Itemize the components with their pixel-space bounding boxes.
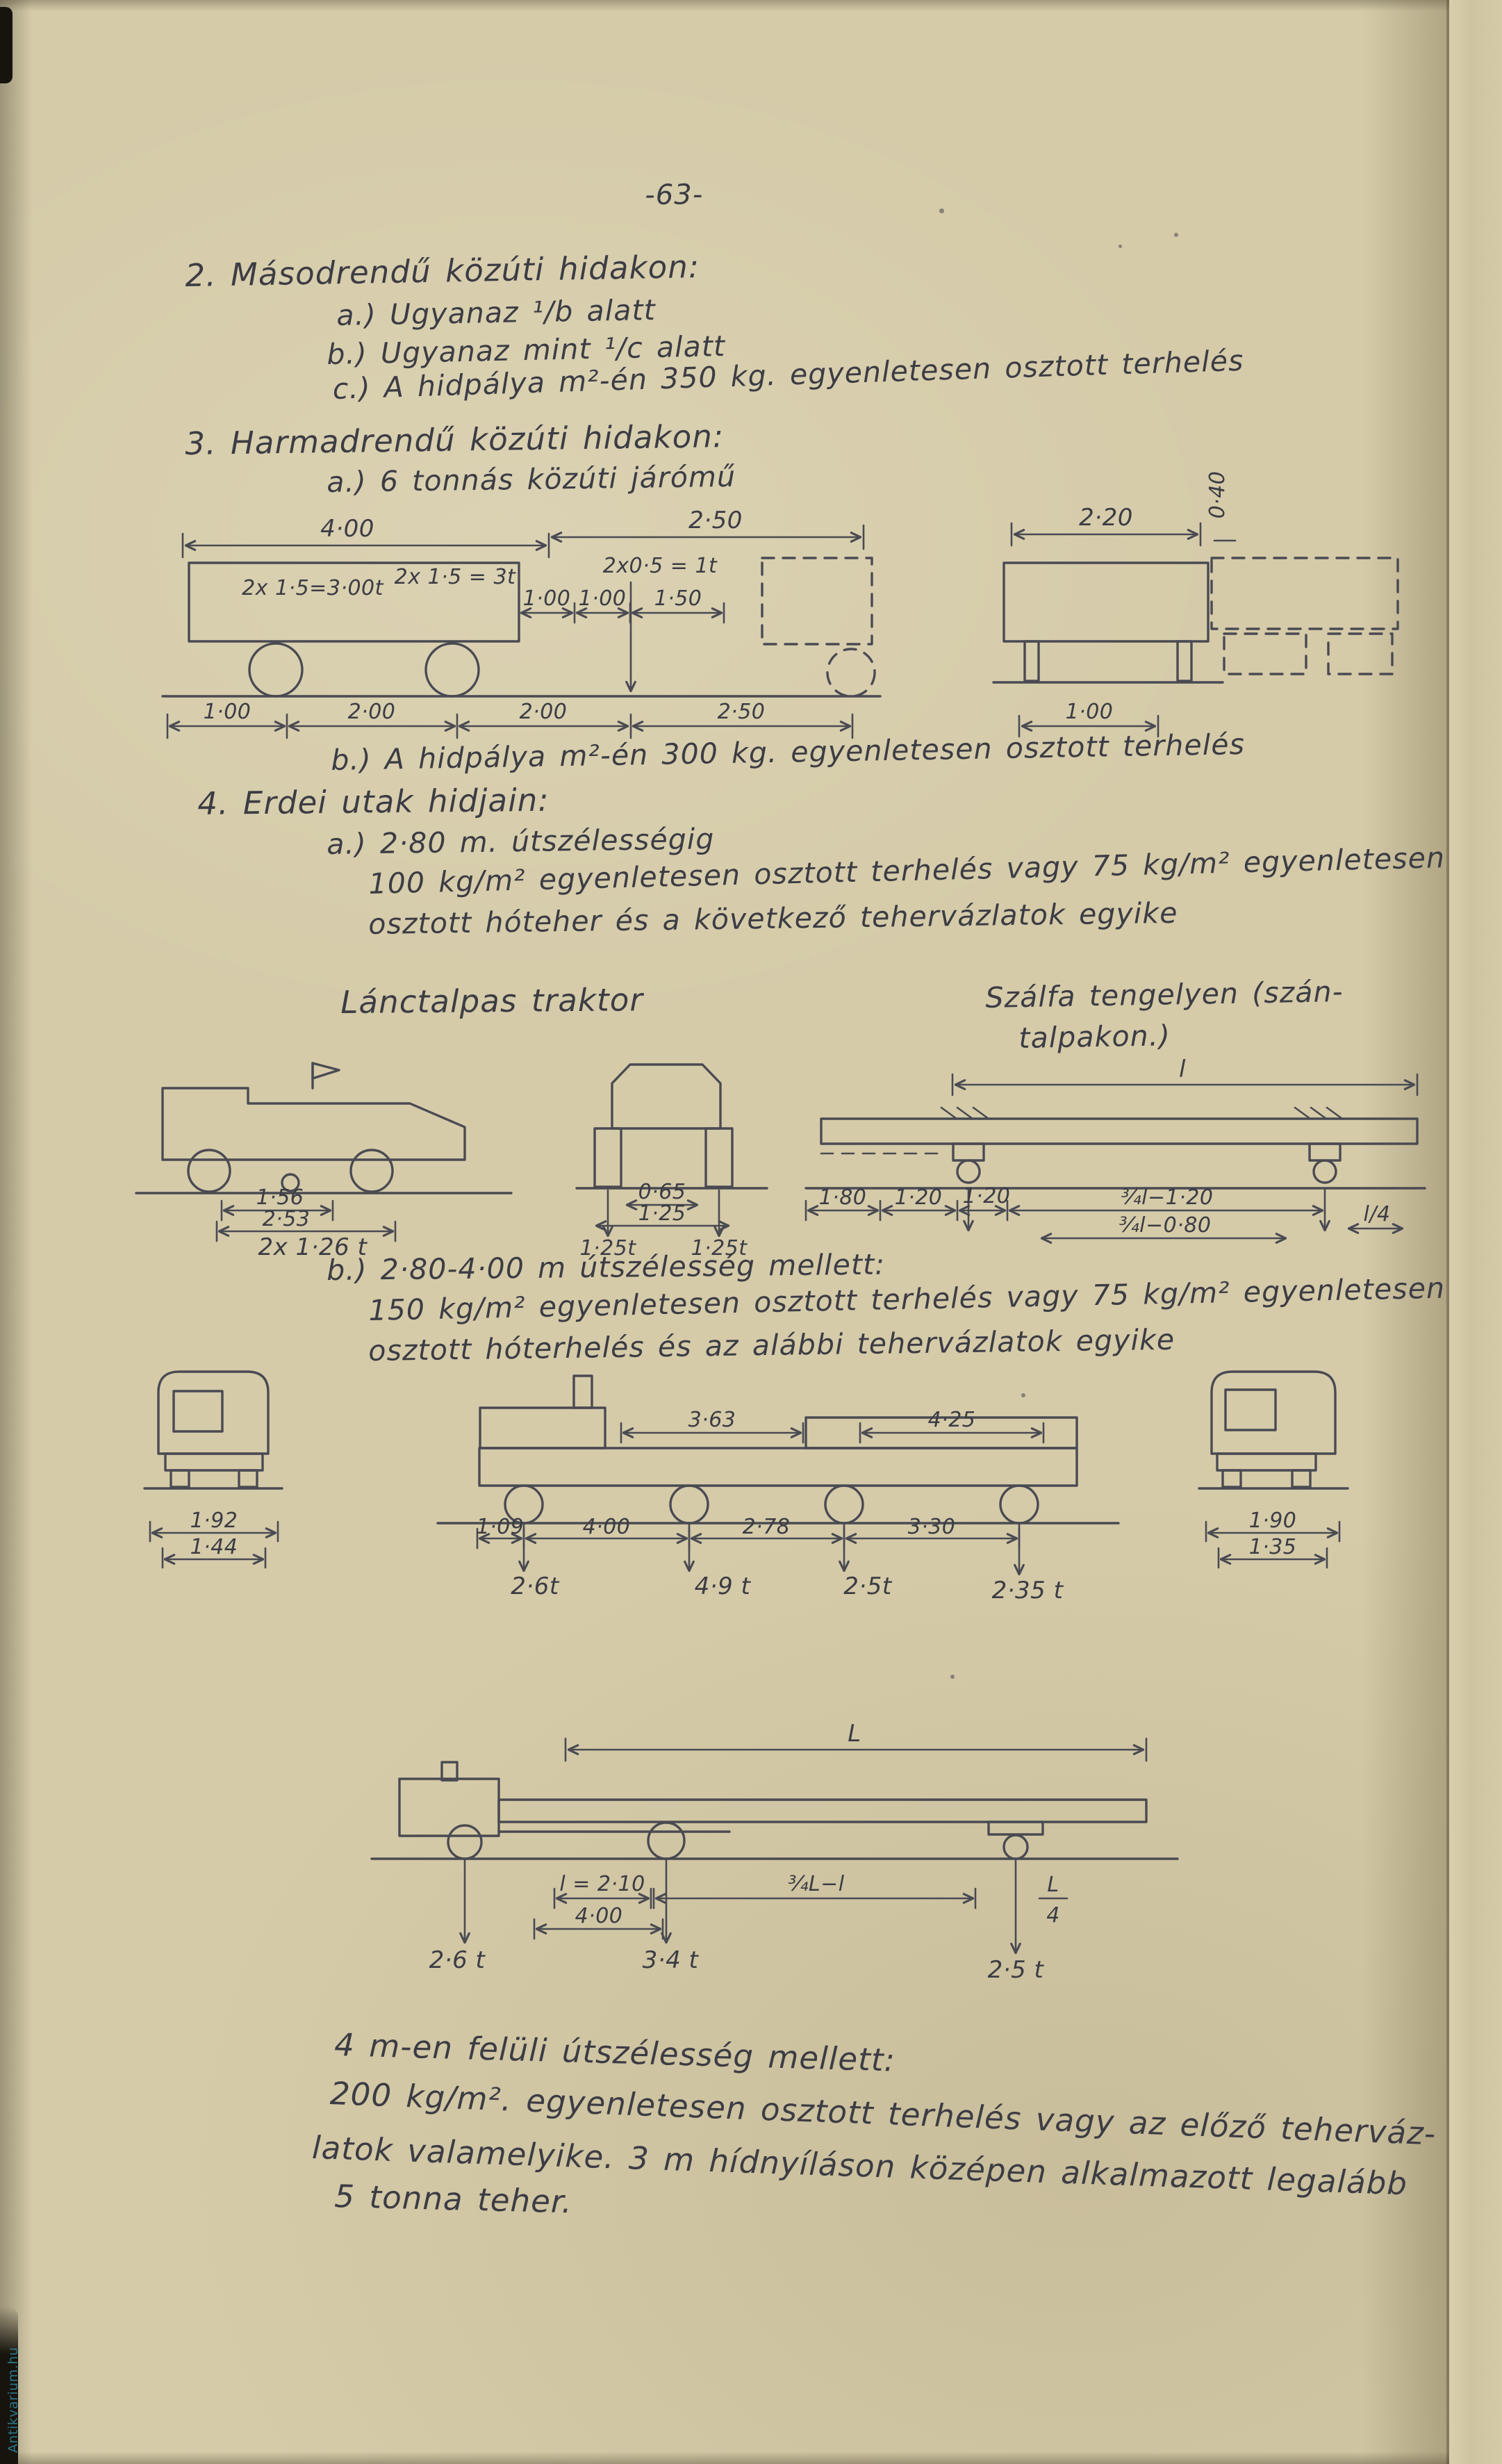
load-3-4t: 3·4 t [643,1946,700,1974]
section4-item-a: a.) 2·80 m. útszélességig [327,822,715,861]
dim-L: L [848,1720,861,1748]
load-2-5t-b: 2·5 t [988,1956,1045,1984]
top-edge-shadow [0,0,1502,11]
dim-1-00b: 1·00 [579,586,627,611]
dim-1-20a: 1·20 [895,1185,943,1210]
page-number: -63- [645,179,704,211]
chain-3-30: 3·30 [908,1515,956,1539]
dim-l-2-10: l = 2·10 [559,1872,645,1896]
dim-1-35: 1·35 [1249,1535,1297,1559]
chain-dim-4: 2·50 [718,700,766,724]
vehicle-rear-view: 2·20 0·40 1·00 [992,471,1399,738]
section4-item-a-line2: osztott hóteher és a következő tehervázl… [368,896,1178,941]
log-dimensions: l 1·80 1·20 1·20 ¾l−1·20 ¾l−0·80 l/4 [804,1056,1419,1238]
dim-34l-080: ¾l−0·80 [1119,1213,1212,1238]
load-2-6t-b: 2·6 t [429,1946,486,1974]
truck-dimensions: 3·63 4·25 1·09 4·00 2·78 3·30 2·6t 4·9 t [477,1408,1064,1604]
log-truck-dimensions: L l = 2·10 ¾L−l L 4 4·00 2·6 t 3·4 t 2·5… [429,1720,1148,1984]
vehicle-side-view [161,557,882,698]
next-page-edge [1449,0,1502,2464]
load-2-35t: 2·35 t [992,1577,1064,1604]
load-2-6t: 2·6t [511,1572,560,1600]
dim-1-00a: 1·00 [523,586,571,611]
left-corner-mark-top [0,7,13,83]
left-edge-shadow [0,0,32,2464]
chain-2-78: 2·78 [743,1515,791,1539]
label-log-line1: Szálfa tengelyen (szán- [985,975,1344,1015]
bottom-edge-shadow [0,2451,1502,2464]
ink-speck [1174,233,1178,237]
section4-item-b-line2: osztott hóterhelés és az alábbi teherváz… [368,1322,1175,1367]
chain-dim-2: 2·00 [348,700,396,724]
dim-2-50: 2·50 [688,507,743,534]
log-truck-side-view [370,1761,1179,1860]
dim-1-92: 1·92 [190,1509,238,1533]
footer-line4: 5 tonna teher. [333,2178,573,2221]
dim-1-90: 1·90 [1249,1509,1297,1533]
dim-3-63: 3·63 [688,1408,736,1432]
antikvarium-watermark: Antikvarium.hu [6,2347,21,2453]
tractor-side-view [135,1062,513,1194]
load-2x1-26: 2x 1·26 t [258,1233,368,1261]
tractor-dimensions: 1·56 2·53 2x 1·26 t [215,1185,397,1261]
dim-1-80: 1·80 [819,1185,867,1210]
dim-1-56: 1·56 [256,1185,304,1210]
footer-line1: 4 m-en felüli útszélesség mellett: [333,2026,896,2079]
dim-1-00-rear: 1·00 [1066,700,1114,724]
chain-1-09: 1·09 [477,1515,525,1539]
section2-item-a: a.) Ugyanaz ¹/b alatt [336,293,657,332]
ink-speck [950,1675,955,1679]
dim-1-44: 1·44 [190,1535,238,1559]
load-4-9t: 4·9 t [695,1572,752,1600]
section4-heading: 4. Erdei utak hidjain: [197,781,550,822]
load-1-25-left: 1·25t [579,1236,636,1260]
dim-2-53: 2·53 [263,1207,311,1231]
dim-1-50: 1·50 [654,586,702,611]
chain-dim-3: 2·00 [520,700,568,724]
page-fold-line [1446,0,1449,2464]
dim-4-00b: 4·00 [575,1904,623,1928]
diagram-tractor-and-log: 1·56 2·53 2x 1·26 t 0·65 1·25 1·25t 1·25… [135,1056,1426,1261]
left-corner-mark-bottom [0,2307,18,2464]
frac-4: 4 [1046,1903,1060,1928]
label-tractor: Lánctalpas traktor [340,981,644,1021]
chain-dim-1: 1·00 [204,700,251,724]
load-1-25-right: 1·25t [691,1236,748,1260]
section2-heading: 2. Másodrendű közúti hidakon: [185,248,700,294]
section4-item-b: b.) 2·80-4·00 m útszélesség mellett: [327,1247,886,1287]
dim-l: l [1179,1056,1186,1083]
dim-2-20: 2·20 [1079,504,1133,532]
dim-1-25: 1·25 [638,1201,686,1226]
dim-0-40: 0·40 [1205,471,1230,519]
dim-4-25: 4·25 [928,1408,976,1432]
dim-l4: l/4 [1363,1202,1390,1226]
front-view-left: 1·92 1·44 [143,1370,283,1569]
front-view-dimensions: 0·65 1·25 1·25t 1·25t [579,1180,748,1260]
ink-speck [939,208,944,213]
dimension-annotations: 4·00 2·50 2x 1·5=3·00t 2x 1·5 = 3t 2x0·5… [166,507,865,739]
diagram-6t-vehicle: 4·00 2·50 2x 1·5=3·00t 2x 1·5 = 3t 2x0·5… [161,471,1399,739]
ink-speck [1119,245,1122,248]
diagram-long-log-truck: L l = 2·10 ¾L−l L 4 4·00 2·6 t 3·4 t 2·5… [370,1720,1179,1984]
load-label-mid: 2x 1·5 = 3t [395,565,516,589]
dim-1-20b: 1·20 [963,1184,1011,1208]
load-label-left: 2x 1·5=3·00t [242,576,384,600]
dim-0-65: 0·65 [638,1180,686,1204]
tractor-front-view [575,1063,768,1235]
ink-speck [1021,1393,1025,1397]
dim-34l-120: ¾l−1·20 [1121,1185,1214,1210]
dim-34L-l: ¾L−l [788,1872,844,1896]
front-view-right: 1·90 1·35 [1198,1370,1349,1569]
load-label-axle: 2x0·5 = 1t [603,554,718,578]
frac-L: L [1047,1873,1059,1897]
load-2-5t: 2·5t [843,1572,893,1600]
truck-side-view [436,1374,1120,1525]
chain-4-00: 4·00 [583,1515,631,1539]
dim-4-00: 4·00 [320,515,374,543]
diagram-truck-trailer: 1·92 1·44 3·63 4·25 [143,1370,1349,1604]
log-on-axles-view [804,1106,1426,1230]
